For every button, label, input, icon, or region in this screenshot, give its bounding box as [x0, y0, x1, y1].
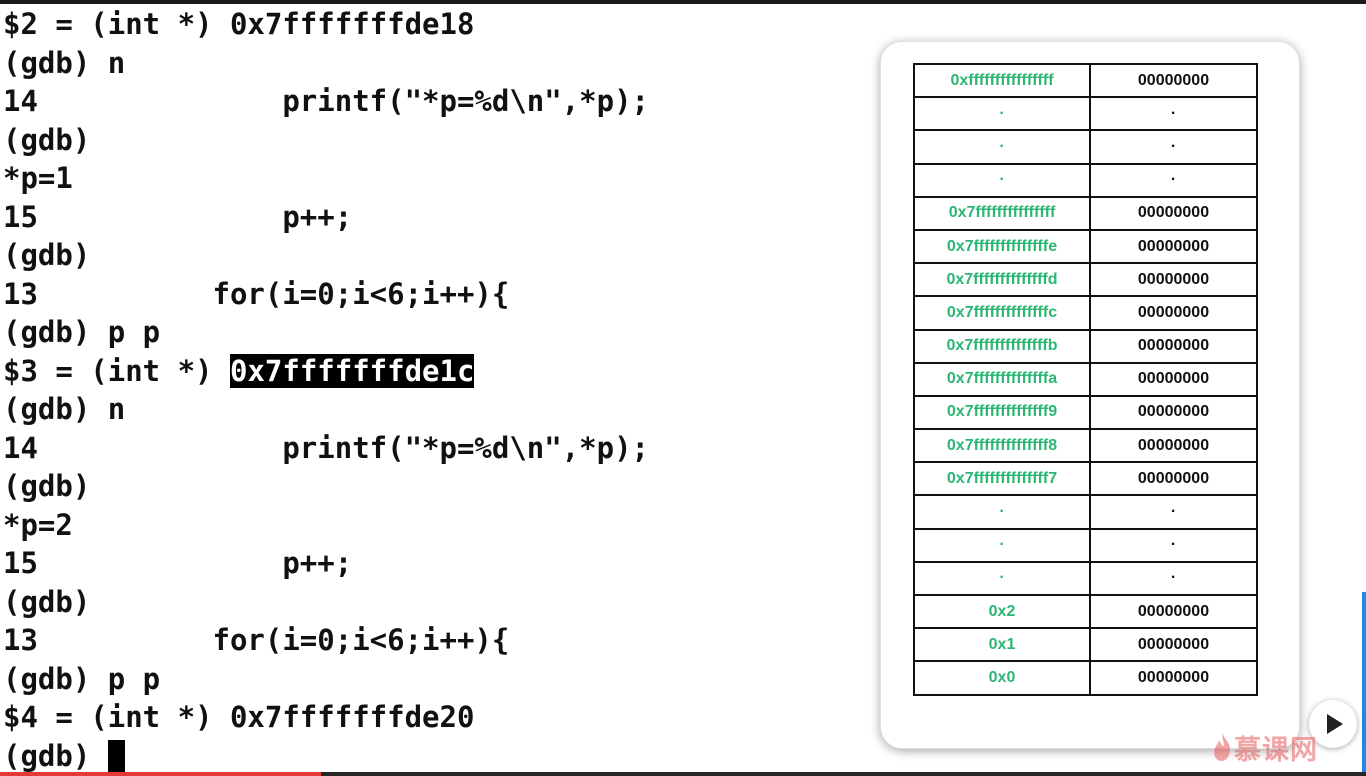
memory-value-cell: · — [1089, 96, 1258, 132]
terminal-cursor — [107, 739, 125, 773]
terminal-line: *p=2 — [3, 507, 73, 542]
memory-address-cell: 0x7ffffffffffffffd — [913, 262, 1091, 298]
memory-row: ·· — [913, 527, 1258, 563]
memory-address-cell: 0x0 — [913, 660, 1091, 696]
memory-row: ·· — [913, 162, 1258, 198]
video-progress-bar[interactable] — [0, 772, 1366, 776]
terminal-line: (gdb) n — [3, 392, 126, 426]
memory-address-cell: · — [913, 96, 1091, 132]
terminal-line: *p=1 — [3, 161, 73, 195]
print-result-prefix: $3 = (int *) — [3, 353, 230, 388]
terminal-line: (gdb) — [3, 238, 91, 272]
memory-address-cell: · — [913, 527, 1091, 563]
terminal-line: (gdb) — [3, 469, 91, 503]
gdb-terminal[interactable]: $2 = (int *) 0x7fffffffde18 (gdb) n 14 p… — [3, 5, 863, 775]
terminal-line: 15 p++; — [3, 199, 353, 234]
terminal-line: 14 printf("*p=%d\n",*p); — [3, 84, 650, 118]
play-icon — [1327, 714, 1343, 734]
memory-address-cell: 0x7fffffffffffffff — [913, 195, 1091, 231]
memory-value-cell: 00000000 — [1089, 328, 1258, 364]
memory-address-cell: 0x7ffffffffffffff8 — [913, 428, 1091, 464]
terminal-line: 14 printf("*p=%d\n",*p); — [3, 430, 650, 465]
memory-value-cell: 00000000 — [1089, 295, 1258, 331]
memory-value-cell: 00000000 — [1089, 361, 1258, 397]
watermark-text: 慕课网 — [1234, 734, 1318, 766]
memory-address-cell: 0x7ffffffffffffff9 — [913, 394, 1091, 431]
memory-value-cell: 00000000 — [1089, 228, 1258, 265]
memory-value-cell: 00000000 — [1089, 394, 1258, 431]
memory-value-cell: 00000000 — [1089, 660, 1258, 696]
terminal-line: $4 = (int *) 0x7fffffffde20 — [3, 700, 475, 734]
terminal-line: (gdb) n — [3, 45, 126, 80]
terminal-line: (gdb) p p — [3, 315, 161, 349]
watermark-logo: 慕课网 — [1212, 725, 1318, 769]
memory-address-cell: 0xffffffffffffffff — [913, 62, 1091, 99]
memory-value-cell: 00000000 — [1089, 195, 1258, 231]
memory-value-cell: · — [1089, 162, 1258, 198]
terminal-prompt-line[interactable]: (gdb) — [3, 737, 863, 776]
flame-icon — [1214, 733, 1231, 761]
window-top-edge — [0, 0, 1366, 4]
memory-value-cell: · — [1089, 527, 1258, 563]
memory-address-cell: 0x7ffffffffffffffc — [913, 295, 1091, 331]
memory-value-cell: · — [1089, 494, 1258, 530]
memory-value-cell: · — [1089, 560, 1258, 597]
gdb-prompt: (gdb) — [3, 738, 108, 773]
terminal-line: (gdb) — [3, 584, 91, 619]
memory-row: ·· — [913, 494, 1258, 530]
memory-address-cell: 0x7ffffffffffffffe — [913, 228, 1091, 265]
memory-value-cell: 00000000 — [1089, 593, 1258, 630]
terminal-line: 13 for(i=0;i<6;i++){ — [3, 623, 510, 657]
memory-address-cell: 0x7ffffffffffffff7 — [913, 461, 1091, 497]
memory-address-cell: 0x7ffffffffffffffb — [913, 328, 1091, 364]
terminal-line: 15 p++; — [3, 546, 353, 580]
scrollbar-indicator[interactable] — [1362, 592, 1366, 776]
memory-value-cell: · — [1089, 129, 1258, 165]
memory-address-cell: · — [913, 494, 1091, 530]
play-button[interactable] — [1309, 700, 1357, 748]
memory-address-cell: 0x2 — [913, 593, 1091, 630]
memory-address-cell: 0x7ffffffffffffffa — [913, 361, 1091, 397]
memory-address-cell: · — [913, 560, 1091, 597]
terminal-line-highlighted: $3 = (int *) 0x7fffffffde1c — [3, 352, 863, 391]
memory-value-cell: 00000000 — [1089, 428, 1258, 464]
terminal-line: 13 for(i=0;i<6;i++){ — [3, 276, 510, 311]
memory-address-cell: · — [913, 129, 1091, 165]
memory-value-cell: 00000000 — [1089, 627, 1258, 663]
memory-value-cell: 00000000 — [1089, 461, 1258, 497]
terminal-line: (gdb) — [3, 122, 91, 157]
terminal-line: (gdb) p p — [3, 661, 161, 696]
memory-row: ·· — [913, 560, 1258, 597]
memory-address-cell: 0x1 — [913, 627, 1091, 663]
memory-row: ·· — [913, 129, 1258, 165]
memory-value-cell: 00000000 — [1089, 62, 1258, 99]
video-progress-fill — [0, 772, 321, 776]
selected-address[interactable]: 0x7fffffffde1c — [229, 353, 475, 388]
memory-row: ·· — [913, 96, 1258, 132]
memory-value-cell: 00000000 — [1089, 262, 1258, 298]
terminal-line: $2 = (int *) 0x7fffffffde18 — [3, 7, 475, 41]
memory-address-cell: · — [913, 162, 1091, 198]
